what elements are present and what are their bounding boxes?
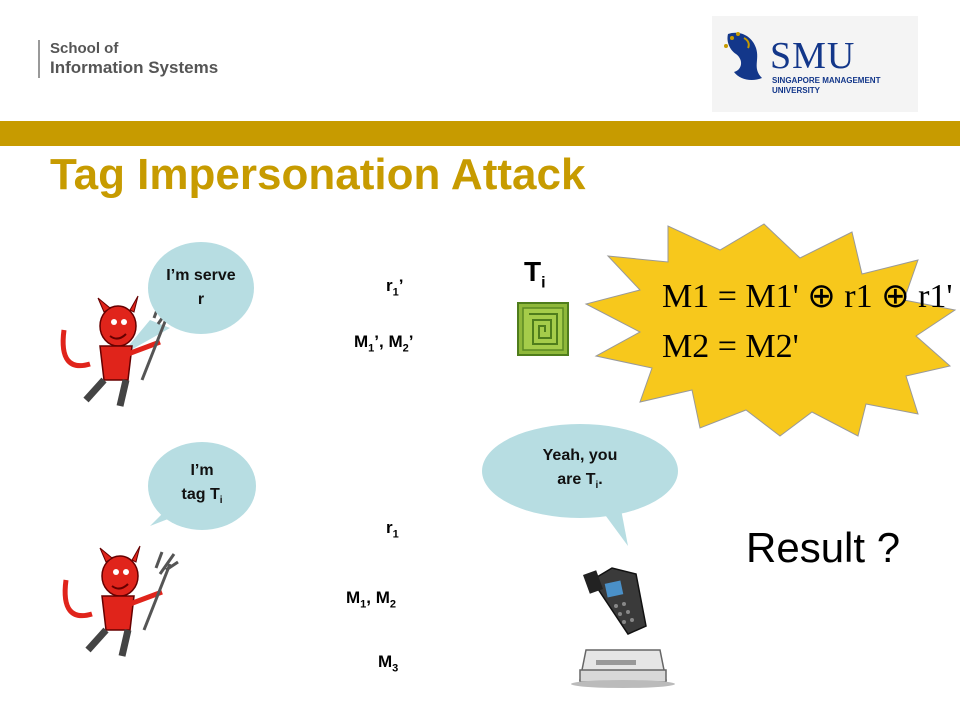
bubble-line-tag-text: tag T	[181, 485, 220, 503]
rfid-tag-chip-icon	[517, 302, 569, 356]
reader-bubble-line2-end: .	[598, 470, 603, 488]
reader-bubble-line1: Yeah, you	[542, 446, 618, 464]
label-m1m2-a-sub: 1	[360, 598, 367, 611]
label-m1m2prime-mid: ’, M	[374, 332, 403, 351]
attacker-devil-icon	[60, 295, 177, 407]
tag-label: Ti	[524, 256, 546, 293]
equation-2: M2 = M2'	[662, 328, 799, 365]
header-divider-bar	[0, 121, 960, 146]
bubble-text-server: I’m serve r	[166, 267, 236, 308]
label-r1prime-base: r	[386, 276, 393, 295]
backend-server-icon	[571, 649, 675, 688]
reader-bubble-line2: are Ti.	[557, 468, 602, 498]
label-r1-base: r	[386, 518, 393, 537]
label-m1m2prime-b-sub: 2	[402, 342, 409, 355]
label-m3: M3	[378, 652, 398, 674]
reader-speech-bubble: Yeah, you are Ti.	[482, 424, 678, 518]
reader-bubble-line2-text: are T	[557, 470, 596, 488]
label-m3-base: M	[378, 652, 393, 671]
label-m1m2: M1, M2	[346, 588, 396, 610]
smu-subtitle: SINGAPORE MANAGEMENT UNIVERSITY	[772, 76, 880, 96]
label-r1prime-suffix: ’	[398, 276, 404, 295]
attacker-devil-icon-2	[62, 545, 179, 657]
label-r1-sub: 1	[392, 528, 399, 541]
label-m3-sub: 3	[392, 662, 399, 675]
label-m1m2-mid: , M	[366, 588, 390, 607]
label-r1prime: r1’	[386, 276, 403, 298]
lion-emblem-icon	[724, 32, 762, 80]
label-m1m2prime-a-sub: 1	[368, 342, 375, 355]
school-line1: School of	[50, 40, 119, 57]
attacker-speech-bubble-top: I’m serve r	[148, 242, 254, 334]
label-m1m2-b-sub: 2	[389, 598, 397, 611]
label-m1m2prime: M1’, M2’	[354, 332, 414, 354]
tag-label-base: T	[524, 256, 542, 287]
equation-1: M1 = M1' ⊕ r1 ⊕ r1'	[662, 278, 953, 315]
label-r1: r1	[386, 518, 399, 540]
bubble-line-tag-sub: i	[219, 495, 223, 507]
school-logo: School of Information Systems	[38, 40, 218, 78]
label-m1m2prime-a: M	[354, 332, 369, 351]
tag-label-sub: i	[541, 274, 546, 292]
smu-subtitle-line1: SINGAPORE MANAGEMENT	[772, 76, 881, 85]
equation-starburst	[584, 223, 957, 437]
reader-bubble-line2-sub: i	[595, 480, 599, 492]
smu-wordmark: SMU	[770, 35, 856, 77]
label-m1m2-a: M	[346, 588, 361, 607]
bubble-line-tag: tag Ti	[182, 483, 223, 513]
bubble-line-im: I’m	[190, 461, 214, 479]
smu-subtitle-line2: UNIVERSITY	[772, 86, 821, 95]
result-question: Result ?	[746, 524, 901, 571]
smu-logo: SMU SINGAPORE MANAGEMENT UNIVERSITY	[712, 16, 918, 112]
label-m1m2prime-suffix: ’	[408, 332, 414, 351]
label-r1prime-sub: 1	[392, 286, 399, 299]
rfid-reader-icon	[583, 567, 647, 635]
page-title: Tag Impersonation Attack	[50, 150, 586, 199]
attacker-speech-bubble-bottom: I’m tag Ti	[148, 442, 256, 530]
school-line2: Information Systems	[50, 58, 219, 77]
